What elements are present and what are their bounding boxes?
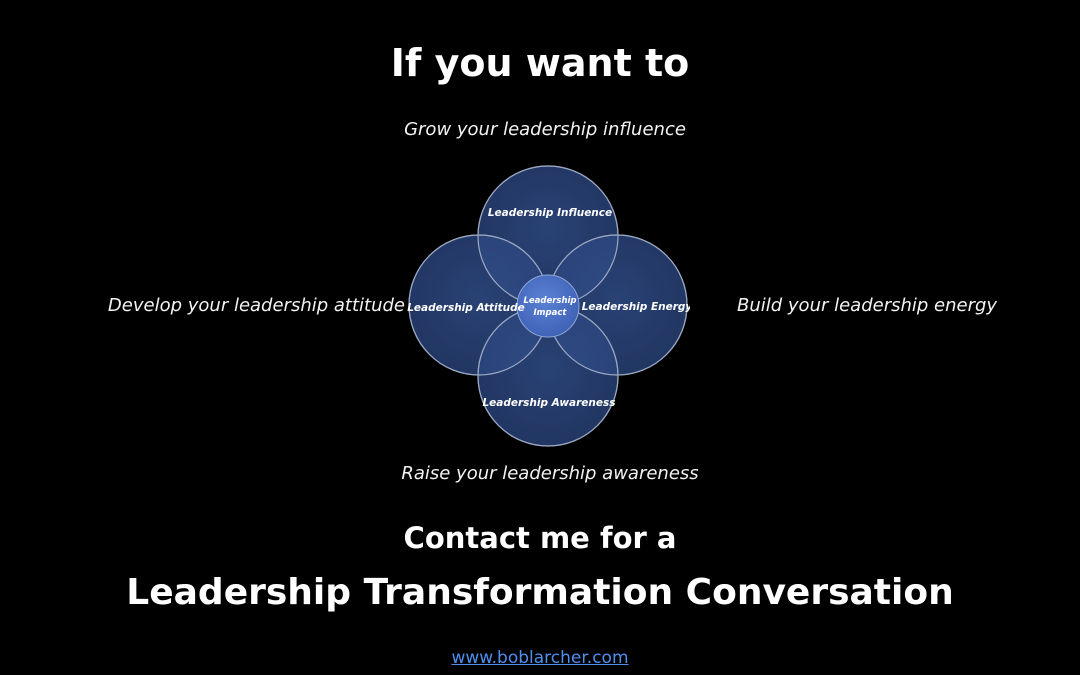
website-link[interactable]: www.boblarcher.com	[451, 648, 629, 668]
goal-awareness: Raise your leadership awareness	[401, 463, 699, 484]
headline: If you want to	[390, 41, 690, 85]
cta-heading: Contact me for a	[403, 521, 677, 555]
venn-center-circle	[516, 274, 580, 338]
goal-influence: Grow your leadership influence	[404, 119, 686, 140]
goal-energy: Build your leadership energy	[737, 295, 998, 316]
venn-label-attitude: Leadership Attitude	[407, 302, 525, 314]
leadership-venn-diagram: Leadership Influence Leadership Attitude…	[407, 165, 690, 447]
cta-title: Leadership Transformation Conversation	[126, 572, 954, 613]
website-link-row: www.boblarcher.com	[0, 646, 1080, 670]
venn-label-energy: Leadership Energy	[582, 301, 690, 313]
venn-label-impact-line2: Impact	[534, 308, 568, 318]
venn-label-impact-line1: Leadership	[523, 296, 576, 306]
venn-label-influence: Leadership Influence	[488, 207, 612, 219]
venn-label-awareness: Leadership Awareness	[482, 397, 615, 409]
goal-attitude: Develop your leadership attitude	[107, 295, 405, 316]
